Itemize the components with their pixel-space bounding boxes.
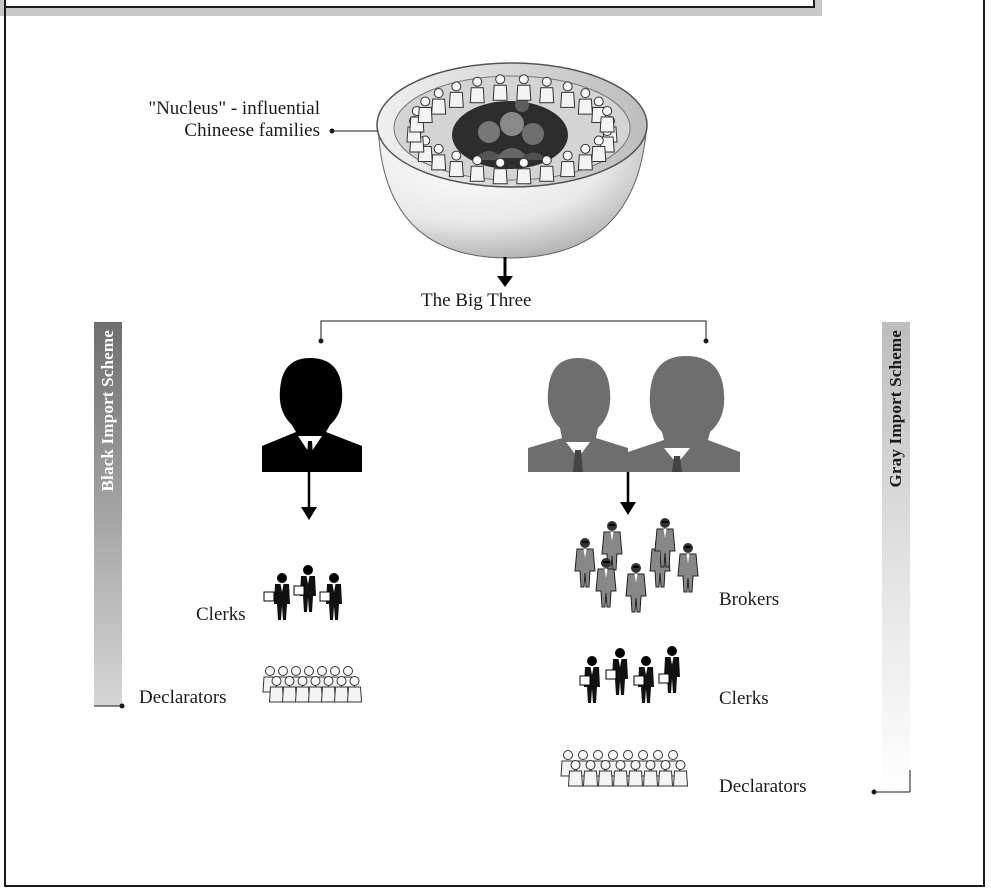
declarator-figure bbox=[628, 760, 643, 787]
declarator-figure bbox=[643, 760, 658, 787]
nucleus-label: "Nucleus" - influential Chineese familie… bbox=[140, 98, 320, 142]
declarator-figure bbox=[334, 676, 349, 703]
nucleus-figure bbox=[431, 88, 447, 115]
declarator-figure bbox=[269, 676, 284, 703]
nucleus-figure bbox=[560, 81, 576, 108]
nucleus-figure bbox=[599, 105, 615, 133]
nucleus-label-line2: Chineese families bbox=[184, 120, 320, 141]
declarator-figure bbox=[673, 760, 688, 787]
declarator-figure bbox=[658, 760, 673, 787]
declarator-figure bbox=[282, 676, 297, 703]
black-declarators-label: Declarators bbox=[139, 687, 227, 708]
gray-leaders-silhouette bbox=[528, 356, 740, 472]
arrow-down-icon bbox=[301, 468, 317, 520]
nucleus-figure bbox=[560, 150, 576, 178]
nucleus-figure bbox=[431, 143, 447, 171]
black-clerks-label: Clerks bbox=[196, 604, 246, 625]
nucleus-figure bbox=[516, 74, 532, 101]
black-clerks-group bbox=[263, 565, 342, 620]
declarator-figure bbox=[295, 676, 310, 703]
diagram-frame bbox=[4, 0, 985, 887]
nucleus-figure bbox=[539, 76, 555, 104]
nucleus-label-line1: "Nucleus" - influential bbox=[148, 98, 320, 119]
gray-declarators-group bbox=[560, 750, 688, 787]
declarator-figure bbox=[598, 760, 613, 787]
nucleus-figure bbox=[417, 96, 433, 123]
big-three-bracket bbox=[320, 320, 707, 340]
black-declarators-group bbox=[262, 666, 362, 703]
gray-scheme-bar: Gray Import Scheme bbox=[882, 322, 910, 792]
declarator-figure bbox=[308, 676, 323, 703]
gray-clerks-label: Clerks bbox=[719, 688, 769, 709]
nucleus-figure bbox=[492, 74, 508, 101]
declarator-figure bbox=[347, 676, 362, 703]
gray-declarators-label: Declarators bbox=[719, 776, 807, 797]
nucleus-figure bbox=[469, 155, 485, 182]
nucleus-figure bbox=[577, 143, 593, 171]
arrow-down-icon bbox=[497, 257, 513, 287]
gray-clerks-group bbox=[579, 646, 680, 703]
big-three-label: The Big Three bbox=[421, 290, 532, 311]
declarator-figure bbox=[568, 760, 583, 787]
nucleus-figure bbox=[591, 135, 607, 163]
arrow-down-icon bbox=[620, 472, 636, 515]
nucleus-figure bbox=[516, 157, 532, 185]
nucleus-bowl bbox=[376, 62, 648, 259]
declarator-figure bbox=[321, 676, 336, 703]
nucleus-figure bbox=[448, 150, 464, 178]
nucleus-figure bbox=[469, 76, 485, 104]
declarator-figure bbox=[613, 760, 628, 787]
gray-brokers-label: Brokers bbox=[719, 589, 780, 610]
nucleus-figure bbox=[539, 155, 555, 182]
declarator-figure bbox=[583, 760, 598, 787]
black-leader-silhouette bbox=[262, 358, 362, 472]
gray-brokers-group bbox=[574, 517, 699, 613]
nucleus-figure bbox=[577, 88, 593, 115]
black-scheme-bar: Black Import Scheme bbox=[94, 322, 122, 706]
nucleus-figure bbox=[492, 157, 508, 185]
nucleus-figure bbox=[448, 81, 464, 108]
